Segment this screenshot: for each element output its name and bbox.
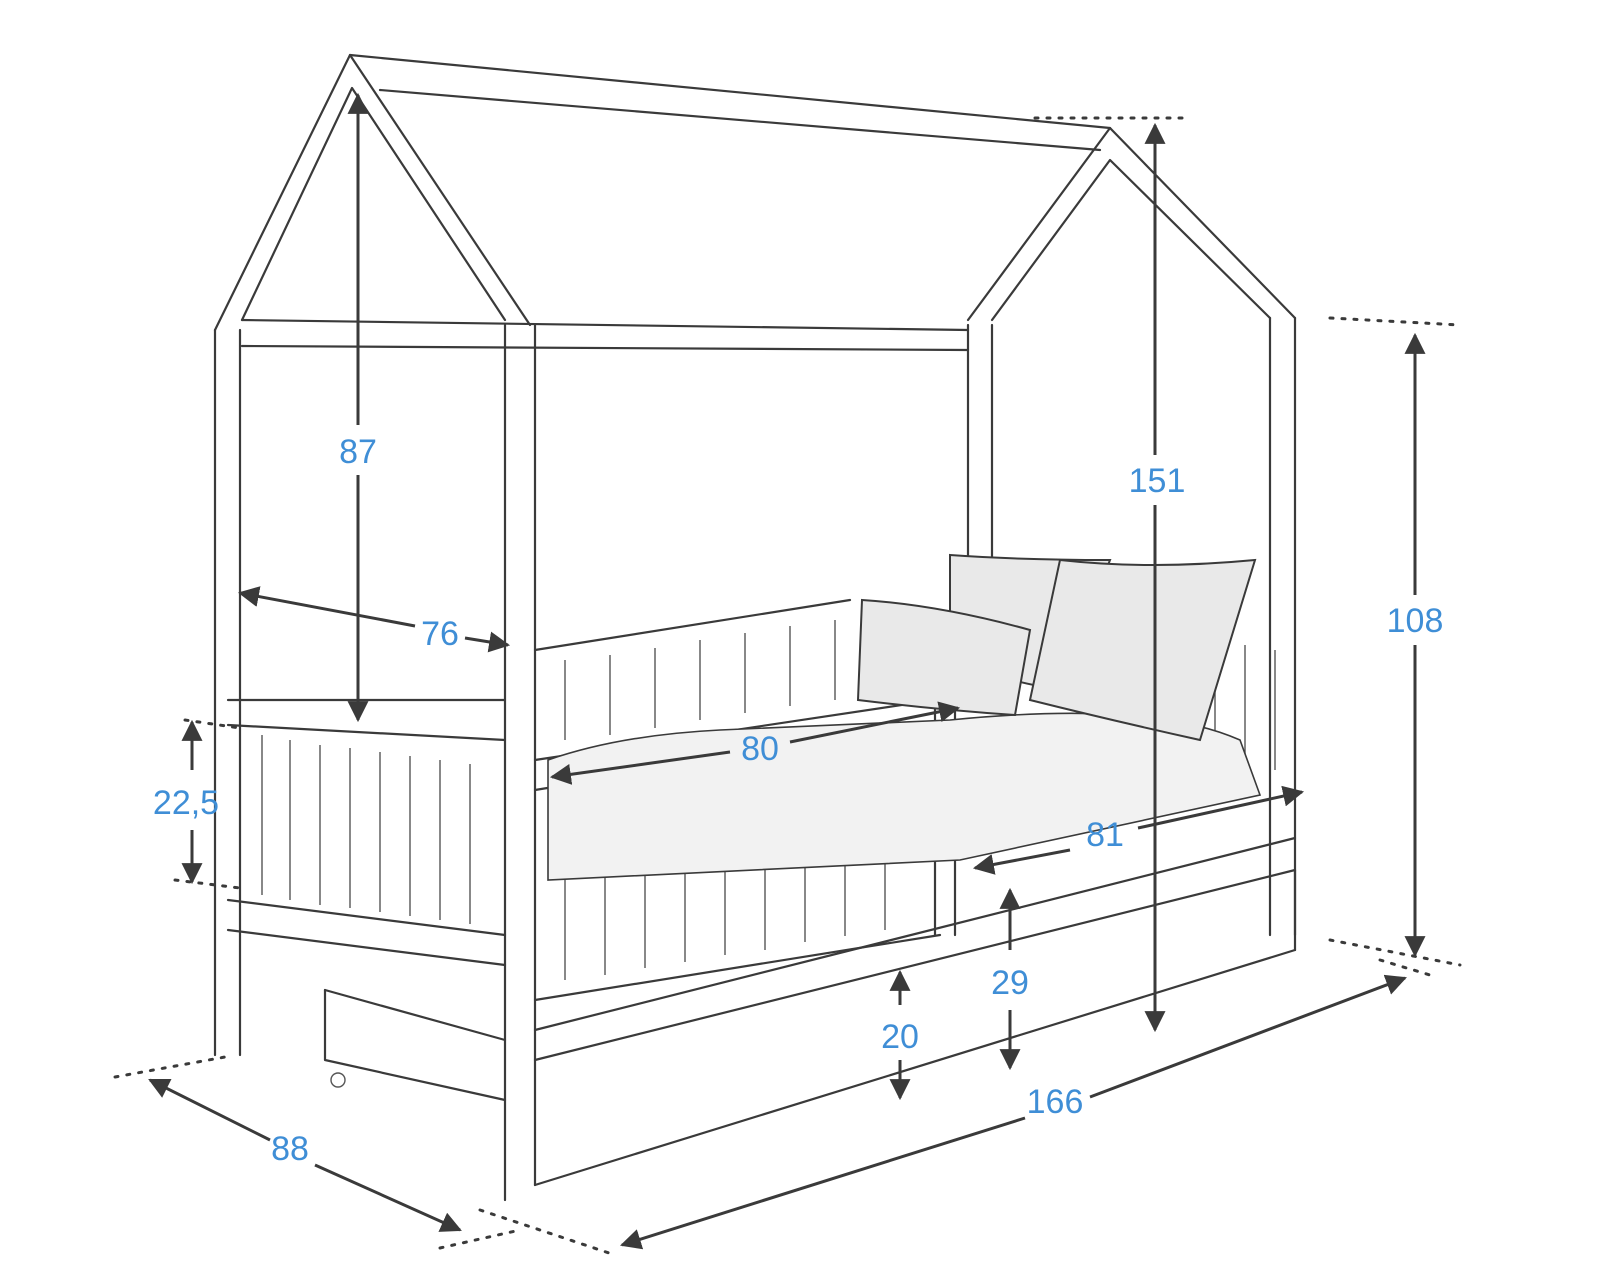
label-drawer-height: 20 [881, 1018, 919, 1056]
mattress-and-pillows [547, 553, 1262, 881]
dim-76-arrow-b [464, 631, 511, 653]
dim-81-arrow-a [972, 848, 1071, 875]
dim-76-arrow-a [237, 586, 416, 628]
label-total-width: 88 [271, 1130, 309, 1168]
dim-166-arrow-b [1089, 974, 1407, 1099]
label-total-length: 166 [1027, 1083, 1084, 1121]
label-side-opening: 81 [1086, 816, 1124, 854]
label-inner-depth: 76 [421, 615, 459, 653]
dimension-labels: 87 151 108 76 80 81 22,5 29 20 166 88 [153, 425, 1445, 1168]
dim-88-arrow-b [314, 1163, 462, 1232]
label-bed-surface-height: 29 [991, 964, 1029, 1002]
dimension-lines [113, 92, 1462, 1257]
dim-81-arrow-b [1137, 785, 1305, 830]
dim-88-arrow-a [148, 1078, 271, 1142]
label-wall-height: 108 [1387, 602, 1444, 640]
label-total-height: 151 [1129, 462, 1186, 500]
label-roof-height: 87 [339, 433, 377, 471]
dim-80-arrow-b [789, 701, 961, 744]
label-barrier-height: 22,5 [153, 784, 219, 822]
dim-166-arrow-a [619, 1116, 1026, 1250]
label-front-barrier: 80 [741, 730, 779, 768]
dim-80-arrow-a [549, 750, 731, 785]
